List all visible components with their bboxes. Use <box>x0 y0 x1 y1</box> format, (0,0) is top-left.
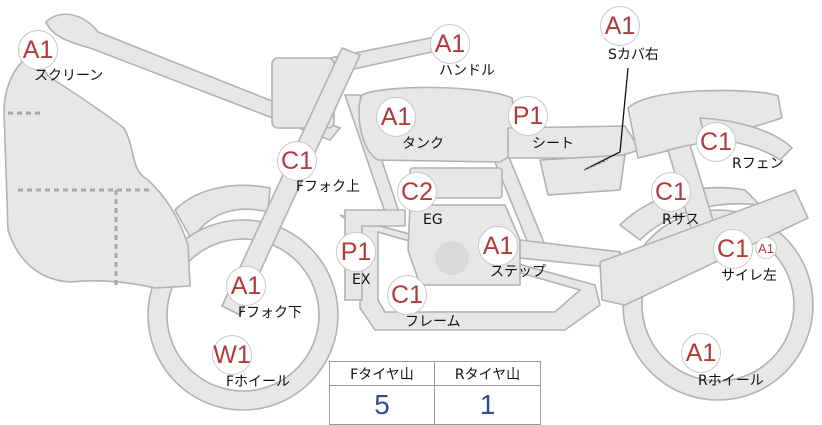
tire-table-value-rear: 1 <box>479 389 496 420</box>
part-label-handle: ハンドル <box>439 63 495 79</box>
tire-table-header-rear: Rタイヤ山 <box>435 362 540 386</box>
tire-tread-table: Fタイヤ山 Rタイヤ山 5 1 <box>329 361 541 425</box>
grade-badge-exhaust: P1 <box>336 232 376 272</box>
grade-badge-f-fork-upper: C1 <box>277 141 317 181</box>
grade-badge-s-cover-r: A1 <box>600 6 640 46</box>
grade-badge-frame: C1 <box>387 275 427 315</box>
grade-badge-screen: A1 <box>18 30 58 70</box>
part-label-f-wheel: Fホイール <box>226 374 291 390</box>
grade-badge-f-wheel: W1 <box>212 335 252 375</box>
grade-badge-engine: C2 <box>397 172 437 212</box>
part-label-exhaust: EX <box>352 272 371 288</box>
windscreen-shape <box>3 56 191 289</box>
part-label-screen: スクリーン <box>34 68 104 84</box>
grade-badge-step: A1 <box>478 226 518 266</box>
grade-badge-f-fork-lower: A1 <box>226 266 266 306</box>
part-label-engine: EG <box>423 212 443 228</box>
front-fork-shape <box>220 46 362 317</box>
part-label-tank: タンク <box>402 136 444 152</box>
part-label-step: ステップ <box>490 264 546 280</box>
part-label-seat: シート <box>532 136 574 152</box>
grade-badge-r-wheel: A1 <box>681 333 721 373</box>
front-fender-shape <box>174 184 271 242</box>
part-label-f-fork-lower: Fフォク下 <box>238 305 303 321</box>
grade-badge-handle: A1 <box>430 24 470 64</box>
grade-badge-silencer-l: C1 <box>713 229 753 269</box>
side-cover-shape <box>539 154 626 196</box>
part-label-s-cover-r: Sカバ右 <box>608 47 659 63</box>
grade-badge-tank: A1 <box>376 97 416 137</box>
grade-badge-r-sus: C1 <box>651 172 691 212</box>
grade-badge-seat: P1 <box>508 96 548 136</box>
part-label-r-sus: Rサス <box>662 212 700 228</box>
tire-table-value-front: 5 <box>330 386 435 424</box>
part-label-silencer-l: サイレ左 <box>721 268 777 284</box>
tire-table-header-front: Fタイヤ山 <box>330 362 435 386</box>
part-label-r-fender: Rフェン <box>732 156 784 172</box>
part-label-frame: フレーム <box>405 314 461 330</box>
grade-badge-silencer-l-secondary: A1 <box>755 237 777 259</box>
grade-badge-r-fender: C1 <box>696 122 736 162</box>
part-label-r-wheel: Rホイール <box>698 373 764 389</box>
seat-shape <box>507 125 642 159</box>
part-label-f-fork-upper: Fフォク上 <box>296 179 361 195</box>
